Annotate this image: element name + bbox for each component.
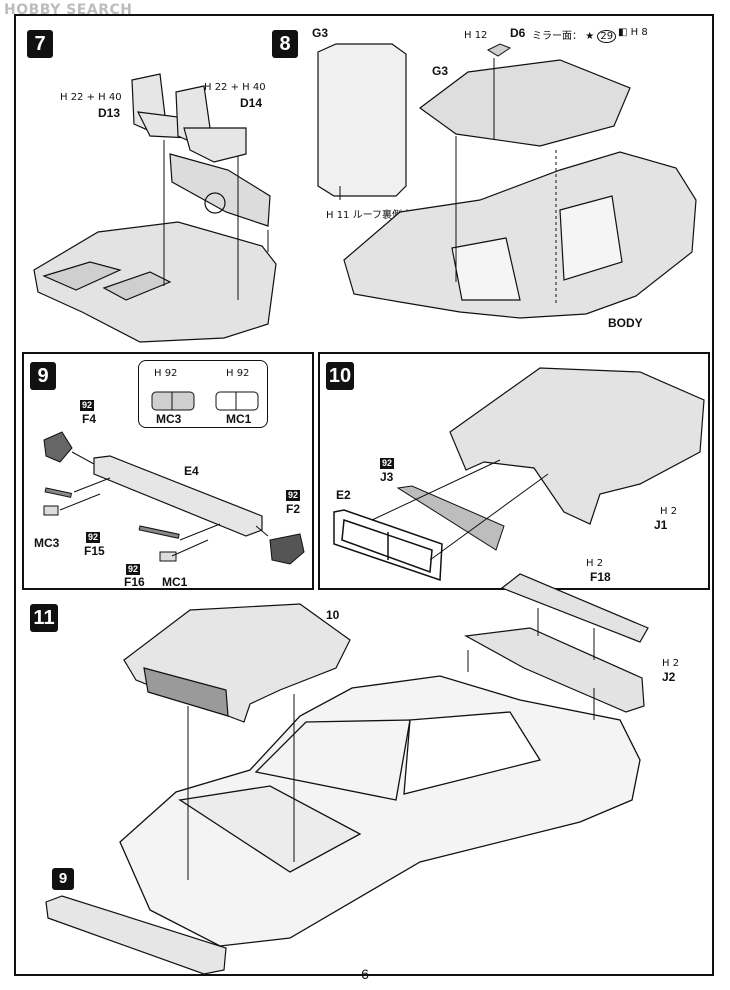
step-11-number: 11 bbox=[30, 604, 58, 632]
f4-label: F4 bbox=[82, 412, 97, 426]
e2-label: E2 bbox=[336, 488, 351, 502]
d6-paint-label: H 12 bbox=[464, 30, 488, 41]
d14-paint-label: H 22 + H 40 bbox=[204, 82, 266, 93]
roof-note-text: ルーフ裏側内貼り bbox=[352, 210, 433, 221]
f2-paint-badge: 92 bbox=[286, 490, 301, 501]
mirror-text: ミラー面： bbox=[532, 31, 582, 42]
ref-9-marker: 9 bbox=[52, 868, 74, 890]
star-icon: ★ bbox=[585, 31, 595, 42]
step-8-number: 8 bbox=[272, 30, 298, 58]
f4-paint-badge: 92 bbox=[80, 400, 95, 411]
paint-pattern-icon: ◧ bbox=[618, 27, 628, 38]
mc3-label: MC3 bbox=[34, 536, 60, 550]
f16-label: F16 bbox=[124, 575, 145, 589]
mirror-label: ミラー面： ★ 29 bbox=[532, 27, 617, 43]
mc1-label: MC1 bbox=[162, 575, 188, 589]
g3-top-label: G3 bbox=[312, 26, 329, 40]
j2-paint-label: H 2 bbox=[662, 658, 680, 669]
inset-left-paint: H 92 bbox=[154, 368, 178, 379]
g3-label: G3 bbox=[432, 64, 449, 78]
f18-label: F18 bbox=[590, 570, 611, 584]
roof-note: H 11 ルーフ裏側内貼り bbox=[326, 206, 432, 221]
d6-label: D6 bbox=[510, 26, 526, 40]
inset-right-label: MC1 bbox=[226, 412, 252, 426]
e4-label: E4 bbox=[184, 464, 199, 478]
h8-paint-label: H 8 bbox=[630, 27, 648, 38]
j3-paint-badge: 92 bbox=[380, 458, 395, 469]
j2-label: J2 bbox=[662, 670, 676, 684]
inset-right-paint: H 92 bbox=[226, 368, 250, 379]
body-label: BODY bbox=[608, 316, 643, 330]
j1-paint-label: H 2 bbox=[660, 506, 678, 517]
step-7-number: 7 bbox=[27, 30, 53, 58]
f15-paint-badge: 92 bbox=[86, 532, 101, 543]
f18-paint-label: H 2 bbox=[586, 558, 604, 569]
page-frame bbox=[14, 14, 714, 976]
page-number: 6 bbox=[361, 966, 369, 982]
ref-10-label: 10 bbox=[326, 608, 340, 622]
d14-label: D14 bbox=[240, 96, 263, 110]
f16-paint-badge: 92 bbox=[126, 564, 141, 575]
d13-label: D13 bbox=[98, 106, 121, 120]
j3-label: J3 bbox=[380, 470, 394, 484]
step-10-number: 10 bbox=[326, 362, 354, 390]
mirror-icon-label: ◧ H 8 bbox=[618, 27, 648, 38]
f15-label: F15 bbox=[84, 544, 105, 558]
f2-label: F2 bbox=[286, 502, 301, 516]
j1-label: J1 bbox=[654, 518, 668, 532]
d13-paint-label: H 22 + H 40 bbox=[60, 92, 122, 103]
roof-note-paint: H 11 bbox=[326, 210, 350, 221]
inset-left-label: MC3 bbox=[156, 412, 182, 426]
mirror-number: 29 bbox=[597, 30, 617, 43]
step-9-number: 9 bbox=[30, 362, 56, 390]
